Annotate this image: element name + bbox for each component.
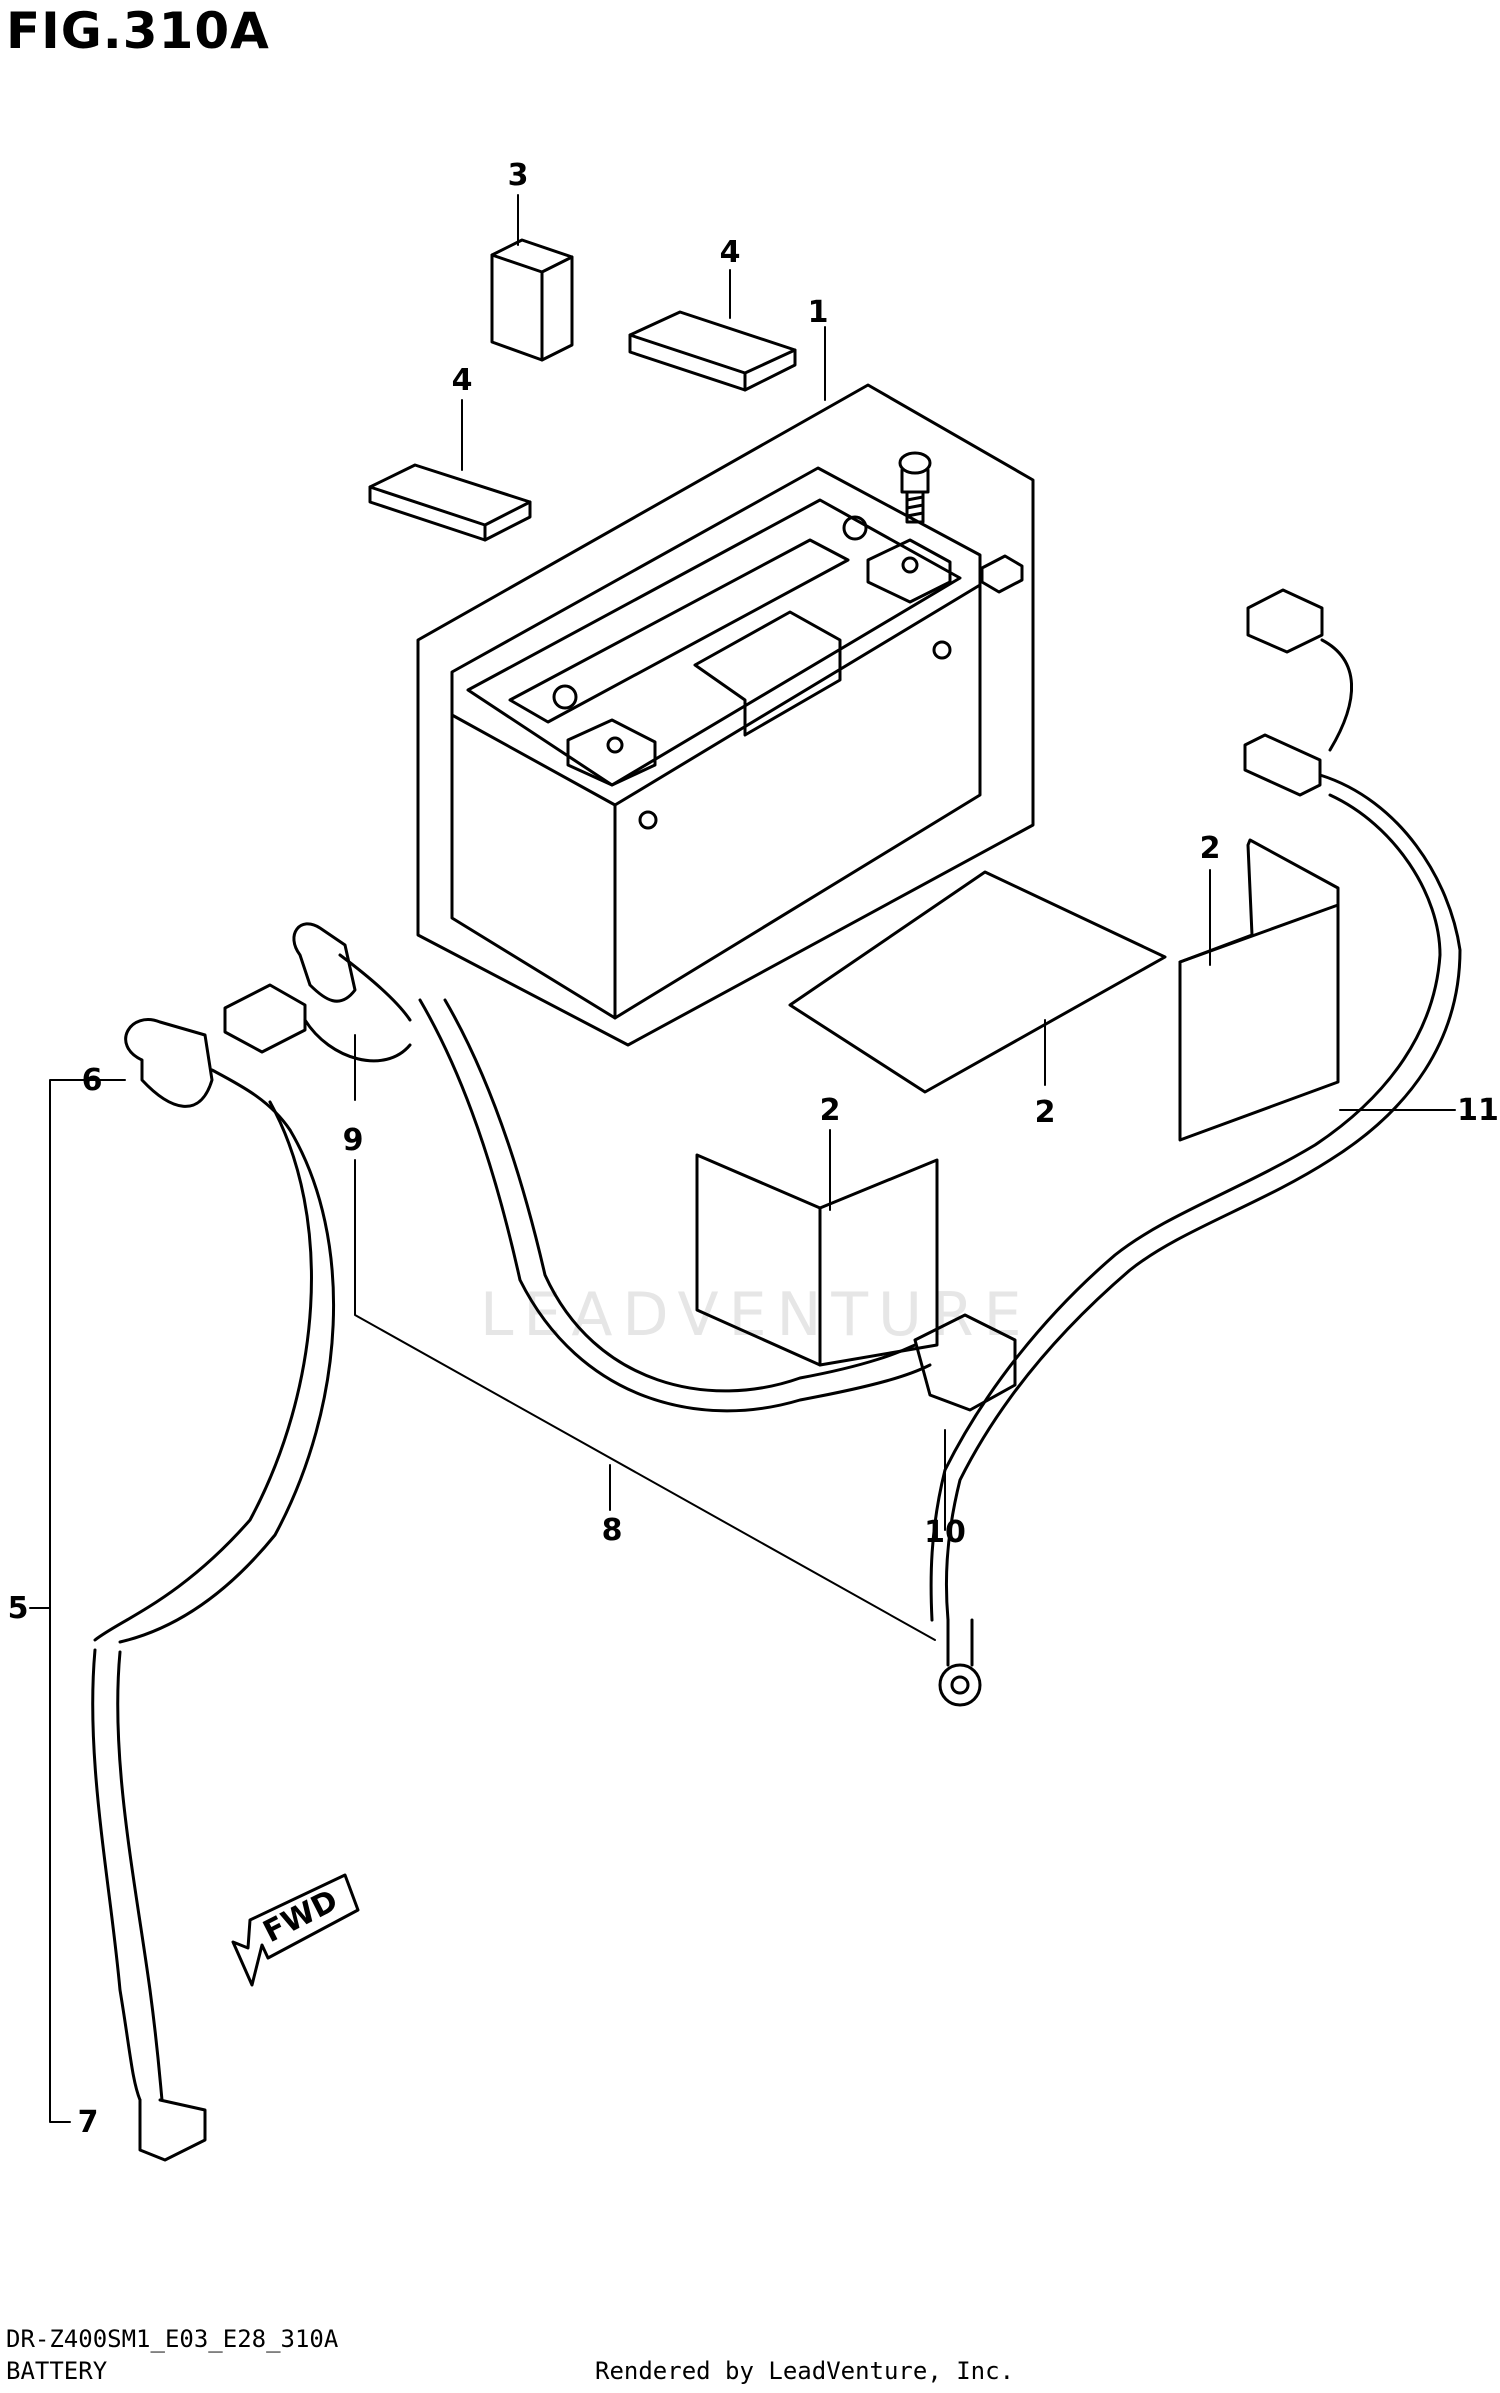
footer-credit: Rendered by LeadVenture, Inc. bbox=[595, 2357, 1015, 2385]
callout-10: 10 bbox=[924, 1515, 966, 1550]
callout-8: 8 bbox=[602, 1513, 623, 1548]
callout-4-upper: 4 bbox=[720, 235, 741, 270]
footer-section: BATTERY bbox=[6, 2357, 108, 2385]
callout-1: 1 bbox=[808, 295, 829, 330]
part-2-sheet-flat bbox=[788, 870, 1167, 1094]
part-4-pad-upper bbox=[628, 310, 797, 392]
callout-2-flat: 2 bbox=[1035, 1095, 1056, 1130]
part-2-sheet-right-upper bbox=[1178, 838, 1340, 1142]
leader-lines bbox=[29, 194, 1456, 2123]
terminal-bolt bbox=[898, 451, 932, 524]
footer-part-code: DR-Z400SM1_E03_E28_310A bbox=[6, 2325, 339, 2353]
figure-title: FIG.310A bbox=[6, 2, 270, 60]
callout-2-center: 2 bbox=[820, 1093, 841, 1128]
callout-4-lower: 4 bbox=[452, 363, 473, 398]
fwd-arrow-icon bbox=[231, 1873, 360, 1987]
callout-6: 6 bbox=[82, 1063, 103, 1098]
callout-2-right: 2 bbox=[1200, 831, 1221, 866]
cable-8 bbox=[223, 922, 1017, 1413]
battery bbox=[450, 466, 982, 1020]
callout-5: 5 bbox=[8, 1591, 29, 1626]
cable-5 bbox=[91, 1018, 335, 2162]
callout-11: 11 bbox=[1457, 1093, 1499, 1128]
callouts: 1 2 2 2 2 3 4 4 5 6 7 8 9 10 11 bbox=[8, 158, 1499, 2140]
callout-7: 7 bbox=[78, 2105, 99, 2140]
part-2-sheet-center bbox=[695, 1153, 939, 1367]
terminal-nut bbox=[980, 554, 1024, 594]
callout-9: 9 bbox=[343, 1123, 364, 1158]
cable-11 bbox=[929, 588, 1462, 1707]
part-3-block bbox=[490, 238, 574, 362]
part-1-outline bbox=[416, 383, 1035, 1047]
callout-3: 3 bbox=[508, 158, 529, 193]
part-4-pad-lower bbox=[368, 463, 532, 542]
